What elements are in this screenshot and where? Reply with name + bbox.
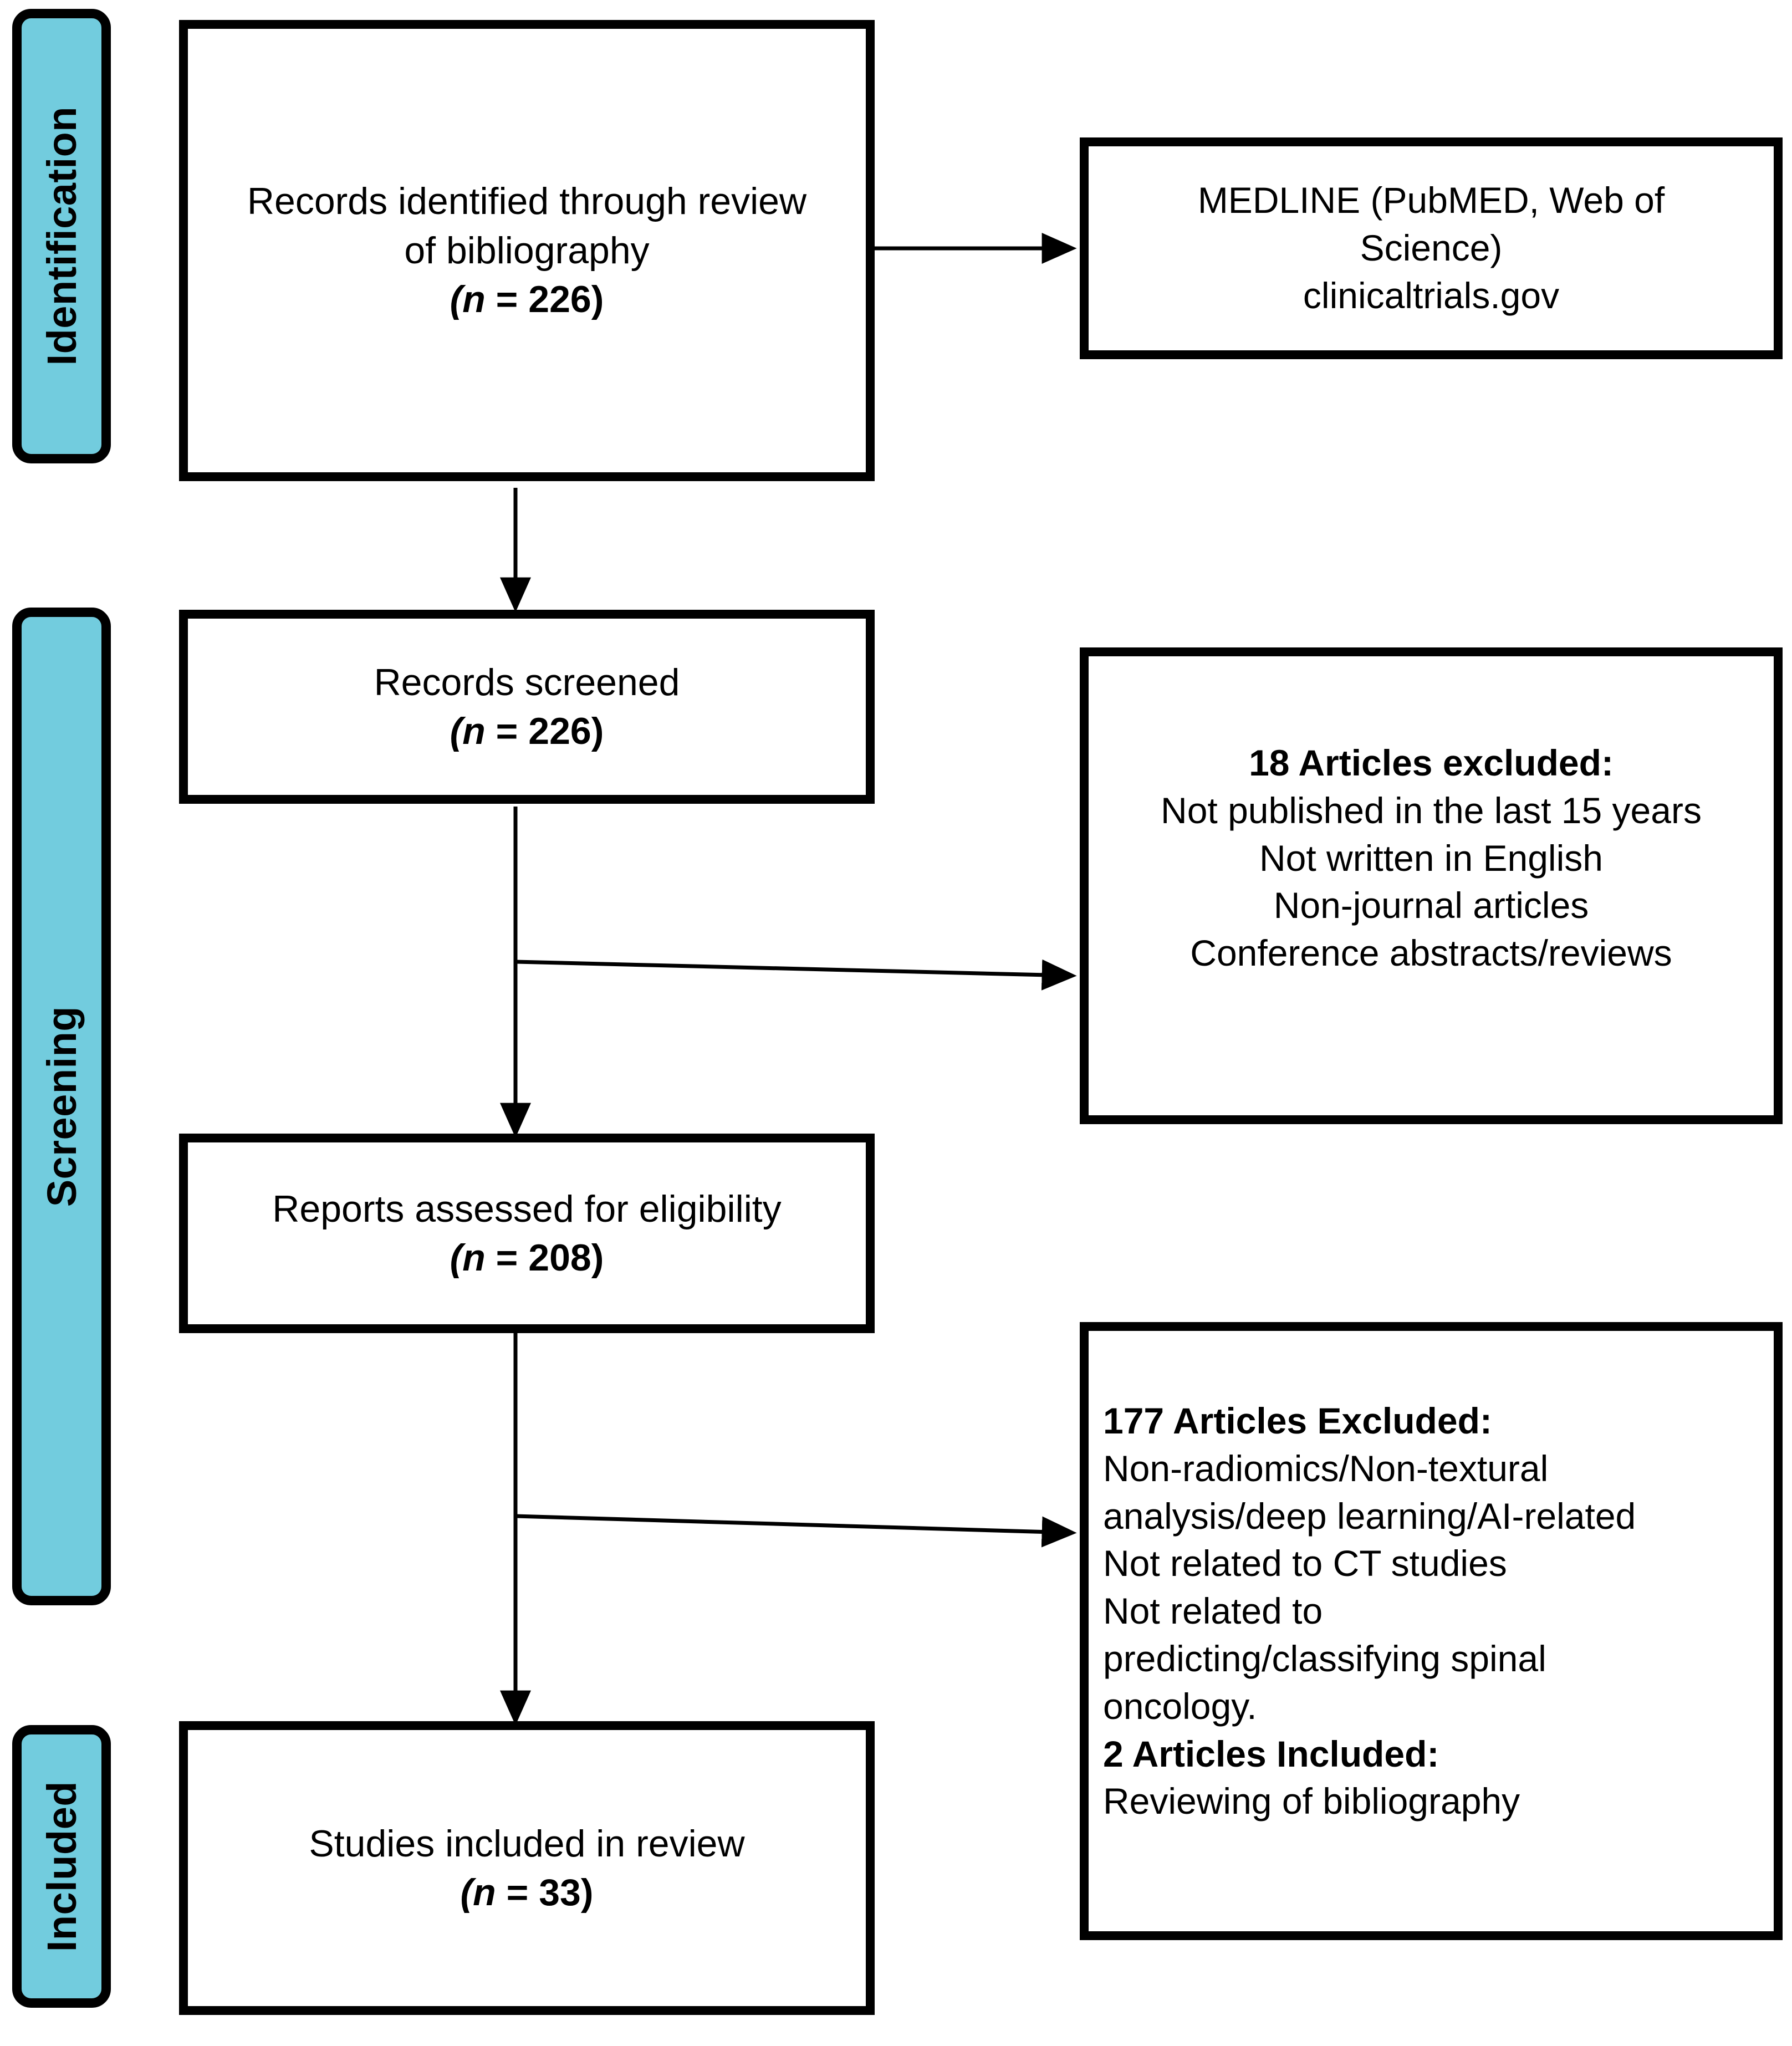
included-2-reason: Reviewing of bibliography bbox=[1103, 1780, 1520, 1822]
n-open-paren: ( bbox=[450, 710, 463, 752]
box-records-identified: Records identified through review of bib… bbox=[179, 20, 875, 481]
n-equals: = bbox=[485, 1237, 529, 1279]
phase-tab-screening[interactable]: Screening bbox=[12, 608, 111, 1605]
excluded-18-reason: Not published in the last 15 years bbox=[1161, 789, 1702, 831]
databases-line1: MEDLINE (PubMED, Web of bbox=[1197, 180, 1665, 221]
records-identified-count: (n = 226) bbox=[213, 275, 840, 324]
n-symbol: n bbox=[462, 1237, 486, 1279]
included-2-heading: 2 Articles Included: bbox=[1103, 1733, 1439, 1774]
box-records-screened: Records screened (n = 226) bbox=[179, 610, 875, 804]
excluded-177-reason: Non-radiomics/Non-textural bbox=[1103, 1447, 1549, 1489]
box-databases: MEDLINE (PubMED, Web of Science) clinica… bbox=[1080, 137, 1783, 359]
phase-tab-included[interactable]: Included bbox=[12, 1725, 111, 2008]
records-screened-count: (n = 226) bbox=[213, 707, 840, 756]
phase-tab-identification[interactable]: Identification bbox=[12, 9, 111, 463]
databases-line2: Science) bbox=[1360, 227, 1503, 269]
n-symbol: n bbox=[462, 278, 486, 321]
box-excluded-18: 18 Articles excluded: Not published in t… bbox=[1080, 647, 1783, 1124]
excluded-177-reason: Not related to CT studies bbox=[1103, 1543, 1507, 1584]
n-symbol: n bbox=[473, 1871, 496, 1914]
excluded-177-reason: predicting/classifying spinal bbox=[1103, 1637, 1546, 1679]
n-value: 33 bbox=[539, 1871, 581, 1914]
excluded-18-reason: Not written in English bbox=[1259, 837, 1603, 879]
excluded-18-reason: Non-journal articles bbox=[1273, 885, 1589, 926]
arrow-reports-to-excluded177 bbox=[515, 1514, 1077, 1548]
n-equals: = bbox=[485, 278, 529, 321]
n-close-paren: ) bbox=[591, 1237, 604, 1279]
n-close-paren: ) bbox=[591, 278, 604, 321]
n-value: 226 bbox=[528, 278, 591, 321]
n-value: 226 bbox=[528, 710, 591, 752]
box-studies-included: Studies included in review (n = 33) bbox=[179, 1721, 875, 2015]
n-symbol: n bbox=[462, 710, 486, 752]
n-equals: = bbox=[485, 710, 529, 752]
box-excluded-177: 177 Articles Excluded: Non-radiomics/Non… bbox=[1080, 1322, 1783, 1940]
excluded-177-reason: Not related to bbox=[1103, 1590, 1323, 1632]
excluded-18-reason: Conference abstracts/reviews bbox=[1190, 932, 1672, 974]
n-open-paren: ( bbox=[450, 1237, 463, 1279]
box-reports-assessed: Reports assessed for eligibility (n = 20… bbox=[179, 1134, 875, 1333]
records-identified-line2: of bibliography bbox=[404, 229, 650, 272]
studies-included-count: (n = 33) bbox=[213, 1868, 840, 1917]
excluded-177-reason: oncology. bbox=[1103, 1685, 1257, 1727]
arrow-screened-to-excluded18 bbox=[515, 959, 1077, 991]
records-identified-line1: Records identified through review bbox=[247, 180, 807, 223]
n-close-paren: ) bbox=[591, 710, 604, 752]
studies-included-line1: Studies included in review bbox=[309, 1822, 745, 1865]
excluded-177-reason: analysis/deep learning/AI-related bbox=[1103, 1495, 1636, 1537]
n-open-paren: ( bbox=[450, 278, 463, 321]
reports-assessed-count: (n = 208) bbox=[213, 1233, 840, 1282]
n-equals: = bbox=[496, 1871, 539, 1914]
reports-assessed-line1: Reports assessed for eligibility bbox=[272, 1187, 782, 1230]
n-value: 208 bbox=[528, 1237, 591, 1279]
records-screened-line1: Records screened bbox=[374, 661, 680, 703]
phase-label-included: Included bbox=[38, 1780, 85, 1952]
databases-line3: clinicaltrials.gov bbox=[1303, 274, 1560, 316]
n-close-paren: ) bbox=[580, 1871, 594, 1914]
phase-label-screening: Screening bbox=[38, 1006, 85, 1207]
phase-label-identification: Identification bbox=[38, 106, 85, 366]
excluded-177-heading: 177 Articles Excluded: bbox=[1103, 1400, 1492, 1441]
n-open-paren: ( bbox=[460, 1871, 473, 1914]
excluded-18-heading: 18 Articles excluded: bbox=[1249, 742, 1614, 783]
